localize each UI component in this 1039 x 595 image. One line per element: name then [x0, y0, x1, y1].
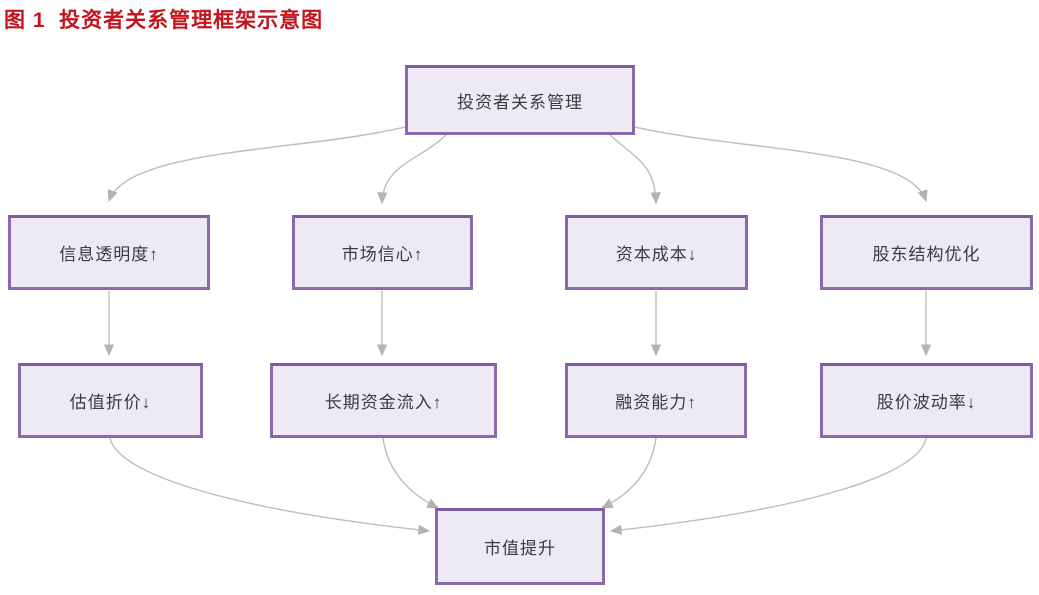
- node-label: 股价波动率↓: [876, 393, 977, 412]
- node-long-term-capital-inflow: 长期资金流入↑: [270, 363, 497, 438]
- node-valuation-discount: 估值折价↓: [18, 363, 203, 438]
- arrow-root-to-shareholder-structure: [634, 126, 928, 203]
- arrow-root-to-confidence: [377, 134, 447, 205]
- node-financing-capability: 融资能力↑: [565, 363, 747, 438]
- node-market-confidence: 市场信心↑: [292, 215, 473, 290]
- node-market-value-enhancement: 市值提升: [435, 508, 605, 585]
- arrow-valuation-to-market-value: [109, 437, 431, 536]
- node-label: 信息透明度↑: [59, 245, 159, 264]
- node-information-transparency: 信息透明度↑: [8, 215, 210, 290]
- node-label: 股东结构优化: [872, 245, 981, 264]
- node-capital-cost: 资本成本↓: [565, 215, 748, 290]
- node-label: 长期资金流入↑: [324, 393, 443, 412]
- arrow-inflow-to-market-value: [382, 437, 440, 509]
- node-label: 市值提升: [484, 539, 556, 558]
- arrow-volatility-to-market-value: [609, 437, 927, 536]
- arrow-root-to-transparency: [107, 126, 406, 203]
- node-label: 融资能力↑: [615, 393, 697, 412]
- node-label: 市场信心↑: [341, 245, 424, 264]
- node-label: 投资者关系管理: [457, 92, 583, 112]
- node-investor-relations-management: 投资者关系管理: [405, 65, 635, 135]
- node-label: 资本成本↓: [615, 245, 698, 264]
- node-stock-price-volatility: 股价波动率↓: [820, 363, 1033, 438]
- figure-caption: 图 1 投资者关系管理框架示意图: [4, 9, 324, 32]
- arrow-root-to-capital-cost: [609, 134, 661, 205]
- arrow-financing-to-market-value: [600, 437, 657, 509]
- node-label: 估值折价↓: [69, 393, 152, 412]
- node-shareholder-structure-optimization: 股东结构优化: [820, 215, 1033, 290]
